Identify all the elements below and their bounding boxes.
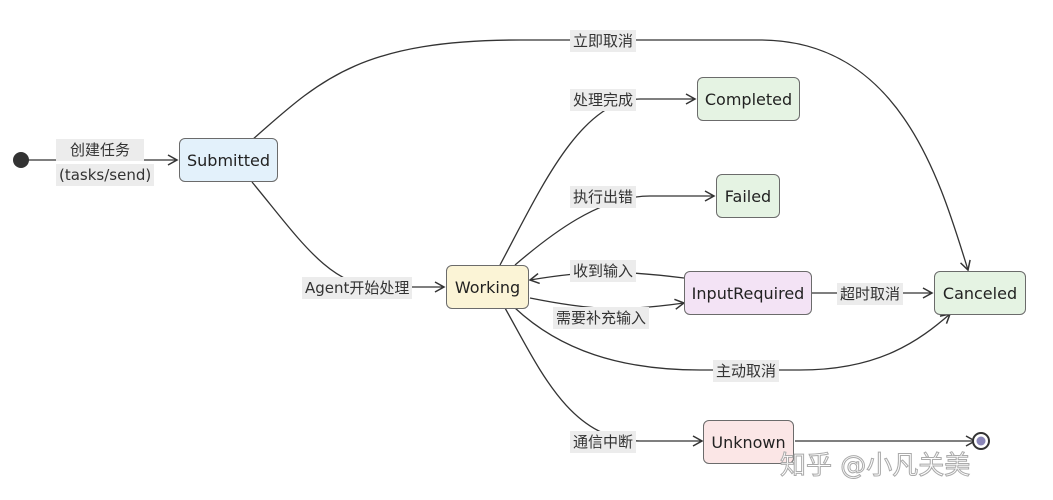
state-completed: Completed (697, 77, 800, 121)
state-canceled: Canceled (934, 271, 1026, 315)
edge-submitted-working (251, 181, 446, 293)
state-failed: Failed (716, 174, 780, 218)
state-unknown: Unknown (703, 420, 794, 464)
label-input-received: 收到输入 (570, 260, 637, 282)
state-working: Working (446, 265, 529, 309)
edge-working-canceled (514, 307, 952, 371)
edge-working-failed (514, 190, 716, 266)
label-create-task: 创建任务 (56, 139, 145, 161)
label-need-input: 需要补充输入 (553, 307, 650, 329)
label-done: 处理完成 (570, 89, 637, 111)
label-immediate-cancel: 立即取消 (570, 30, 637, 52)
label-timeout-cancel: 超时取消 (837, 283, 904, 305)
watermark: 知乎 @小凡关美 (779, 451, 971, 482)
state-input-required: InputRequired (684, 271, 812, 315)
label-comm-break: 通信中断 (570, 431, 637, 453)
label-error: 执行出错 (570, 186, 637, 208)
label-create-task-sub: (tasks/send) (56, 164, 155, 186)
edge-working-completed (499, 93, 697, 266)
label-active-cancel: 主动取消 (713, 360, 780, 382)
start-node (13, 152, 29, 168)
state-submitted: Submitted (179, 138, 278, 182)
edge-submitted-canceled (251, 39, 971, 272)
label-agent-start: Agent开始处理 (302, 277, 413, 299)
